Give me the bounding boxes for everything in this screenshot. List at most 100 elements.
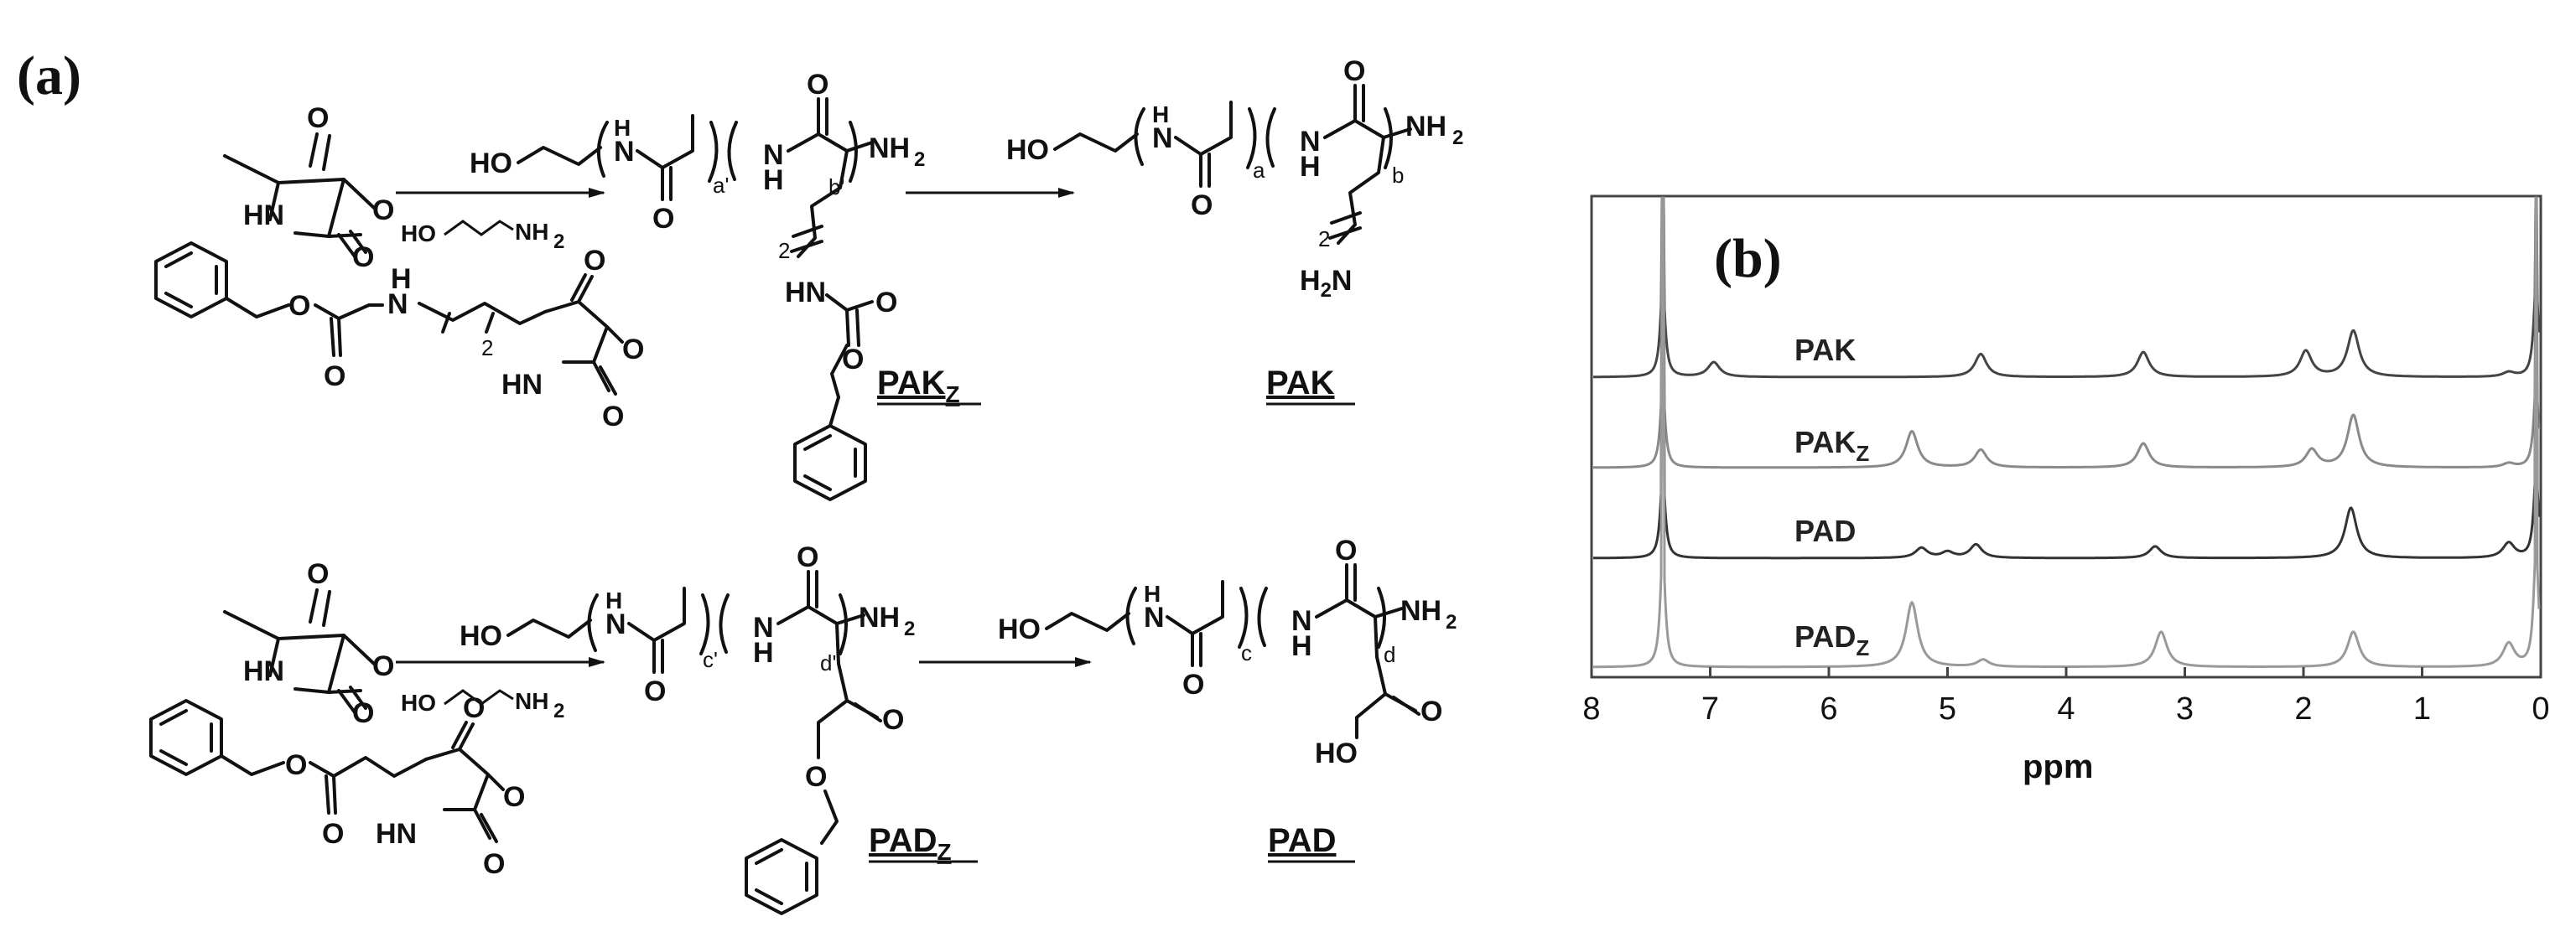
nmr-spectrum-pakz bbox=[1593, 196, 2541, 469]
svg-text:2: 2 bbox=[904, 618, 915, 640]
nmr-tick-label: 6 bbox=[1820, 691, 1837, 727]
nmr-tick-label: 1 bbox=[2413, 691, 2431, 727]
top-r2-nh-n: N bbox=[387, 288, 408, 320]
svg-text:c: c bbox=[1241, 640, 1252, 665]
svg-text:NH: NH bbox=[1405, 111, 1446, 142]
top-r2-o-carbonyl2: O bbox=[602, 401, 624, 432]
bottom-product-pad: HO H N O c N H O d NH 2 O HO PAD bbox=[998, 535, 1457, 863]
svg-text:H: H bbox=[1300, 151, 1321, 183]
svg-text:HN: HN bbox=[785, 277, 826, 308]
svg-text:2: 2 bbox=[553, 230, 564, 253]
svg-text:O: O bbox=[463, 692, 485, 724]
pad-name: PAD bbox=[1268, 822, 1336, 859]
svg-text:HN: HN bbox=[243, 655, 284, 687]
svg-text:O: O bbox=[1182, 669, 1204, 701]
top-initiator: HO NH 2 bbox=[401, 219, 564, 253]
svg-text:O: O bbox=[483, 848, 505, 880]
svg-text:O: O bbox=[503, 781, 525, 813]
top-r2-o-carbonyl: O bbox=[324, 360, 345, 392]
svg-text:H: H bbox=[1144, 581, 1161, 607]
svg-text:2: 2 bbox=[914, 148, 925, 171]
top-r2-index: 2 bbox=[481, 335, 493, 360]
svg-text:O: O bbox=[882, 704, 904, 736]
reaction-scheme: O O O HN O O H N 2 O O O HN HO NH bbox=[149, 55, 1463, 915]
svg-text:HO: HO bbox=[1006, 134, 1049, 166]
svg-text:d: d bbox=[1384, 642, 1395, 667]
svg-text:HO: HO bbox=[998, 613, 1041, 645]
top-r2-o-top: O bbox=[584, 245, 605, 277]
nmr-series-labels: PAK PAKZ PAD PADZ bbox=[1794, 333, 1869, 660]
svg-text:NH: NH bbox=[869, 132, 910, 164]
svg-text:O: O bbox=[1335, 535, 1357, 567]
nmr-tick-label: 4 bbox=[2057, 691, 2075, 727]
top-r1-o-carbonyl: O bbox=[352, 241, 374, 273]
bottom-intermediate-padz: HO H N O c' N H O d' NH 2 O O PADZ bbox=[460, 541, 978, 915]
svg-text:O: O bbox=[805, 761, 827, 793]
top-r2-hn: HN bbox=[501, 369, 543, 401]
nmr-tick-label: 3 bbox=[2176, 691, 2194, 727]
svg-text:d': d' bbox=[820, 650, 836, 676]
top-r1-o-ring: O bbox=[372, 194, 394, 226]
svg-text:N: N bbox=[614, 136, 635, 168]
svg-text:N: N bbox=[753, 612, 774, 644]
nmr-tick-label: 0 bbox=[2532, 691, 2549, 727]
svg-text:N: N bbox=[1300, 126, 1321, 158]
top-r1-hn: HN bbox=[243, 199, 284, 231]
svg-text:2: 2 bbox=[778, 238, 790, 263]
svg-text:NH: NH bbox=[515, 688, 548, 714]
svg-text:HO: HO bbox=[401, 690, 436, 716]
svg-text:H: H bbox=[614, 115, 631, 141]
svg-text:H: H bbox=[1291, 630, 1312, 662]
svg-text:O: O bbox=[842, 344, 864, 375]
nmr-spectrum-pad bbox=[1593, 221, 2541, 560]
svg-text:O: O bbox=[644, 676, 666, 707]
svg-text:O: O bbox=[807, 69, 828, 101]
nmr-tick-label: 8 bbox=[1582, 691, 1600, 727]
svg-text:H: H bbox=[605, 588, 622, 613]
svg-text:HN: HN bbox=[376, 818, 417, 850]
top-r2-o-carbamate: O bbox=[288, 290, 310, 322]
svg-text:HO: HO bbox=[401, 220, 436, 246]
svg-text:HO: HO bbox=[460, 620, 502, 652]
nmr-spectrum-padz bbox=[1593, 197, 2541, 669]
top-product-pak: HO H N O a N H O b NH 2 2 H2N PAK bbox=[1006, 55, 1463, 406]
svg-text:a: a bbox=[1253, 158, 1265, 183]
bottom-reagent-bzasp-nca: O O O O HN O bbox=[149, 692, 525, 880]
svg-text:O: O bbox=[372, 650, 394, 682]
nmr-label-pad: PAD bbox=[1794, 514, 1856, 548]
svg-text:HO: HO bbox=[1315, 738, 1358, 769]
bottom-reagent-alanine-nca: O O O HN bbox=[223, 558, 394, 729]
top-reagent-zlys-nca: O O H N 2 O O O HN bbox=[154, 241, 644, 432]
nmr-label-padz: PADZ bbox=[1794, 619, 1869, 660]
panel-a-label: (a) bbox=[17, 45, 81, 106]
pakz-name: PAKZ bbox=[877, 365, 960, 407]
top-intermediate-pakz: HO H N O a' N H O b' NH 2 2 HN O O bbox=[470, 69, 981, 501]
svg-text:b: b bbox=[1392, 163, 1404, 188]
svg-text:2: 2 bbox=[1446, 611, 1457, 634]
svg-text:a': a' bbox=[713, 173, 729, 198]
svg-text:NH: NH bbox=[515, 219, 548, 245]
svg-text:O: O bbox=[797, 541, 818, 573]
svg-text:H2N: H2N bbox=[1300, 265, 1352, 302]
svg-text:O: O bbox=[1191, 189, 1213, 221]
svg-text:NH: NH bbox=[1400, 595, 1441, 627]
svg-text:N: N bbox=[1152, 122, 1173, 154]
svg-text:H: H bbox=[763, 164, 784, 196]
nmr-label-pakz: PAKZ bbox=[1794, 425, 1869, 466]
svg-text:O: O bbox=[285, 749, 307, 781]
svg-text:N: N bbox=[1144, 602, 1165, 634]
svg-text:O: O bbox=[1420, 696, 1442, 727]
svg-text:HO: HO bbox=[470, 148, 512, 179]
svg-text:H: H bbox=[753, 637, 774, 669]
svg-text:N: N bbox=[763, 139, 784, 171]
top-reagent-alanine-nca: O O O HN bbox=[223, 102, 394, 273]
nmr-label-pak: PAK bbox=[1794, 333, 1856, 367]
svg-text:2: 2 bbox=[1318, 226, 1330, 251]
svg-text:O: O bbox=[352, 697, 374, 729]
svg-text:O: O bbox=[322, 818, 344, 850]
nmr-tick-label: 2 bbox=[2294, 691, 2312, 727]
svg-text:O: O bbox=[307, 558, 329, 590]
